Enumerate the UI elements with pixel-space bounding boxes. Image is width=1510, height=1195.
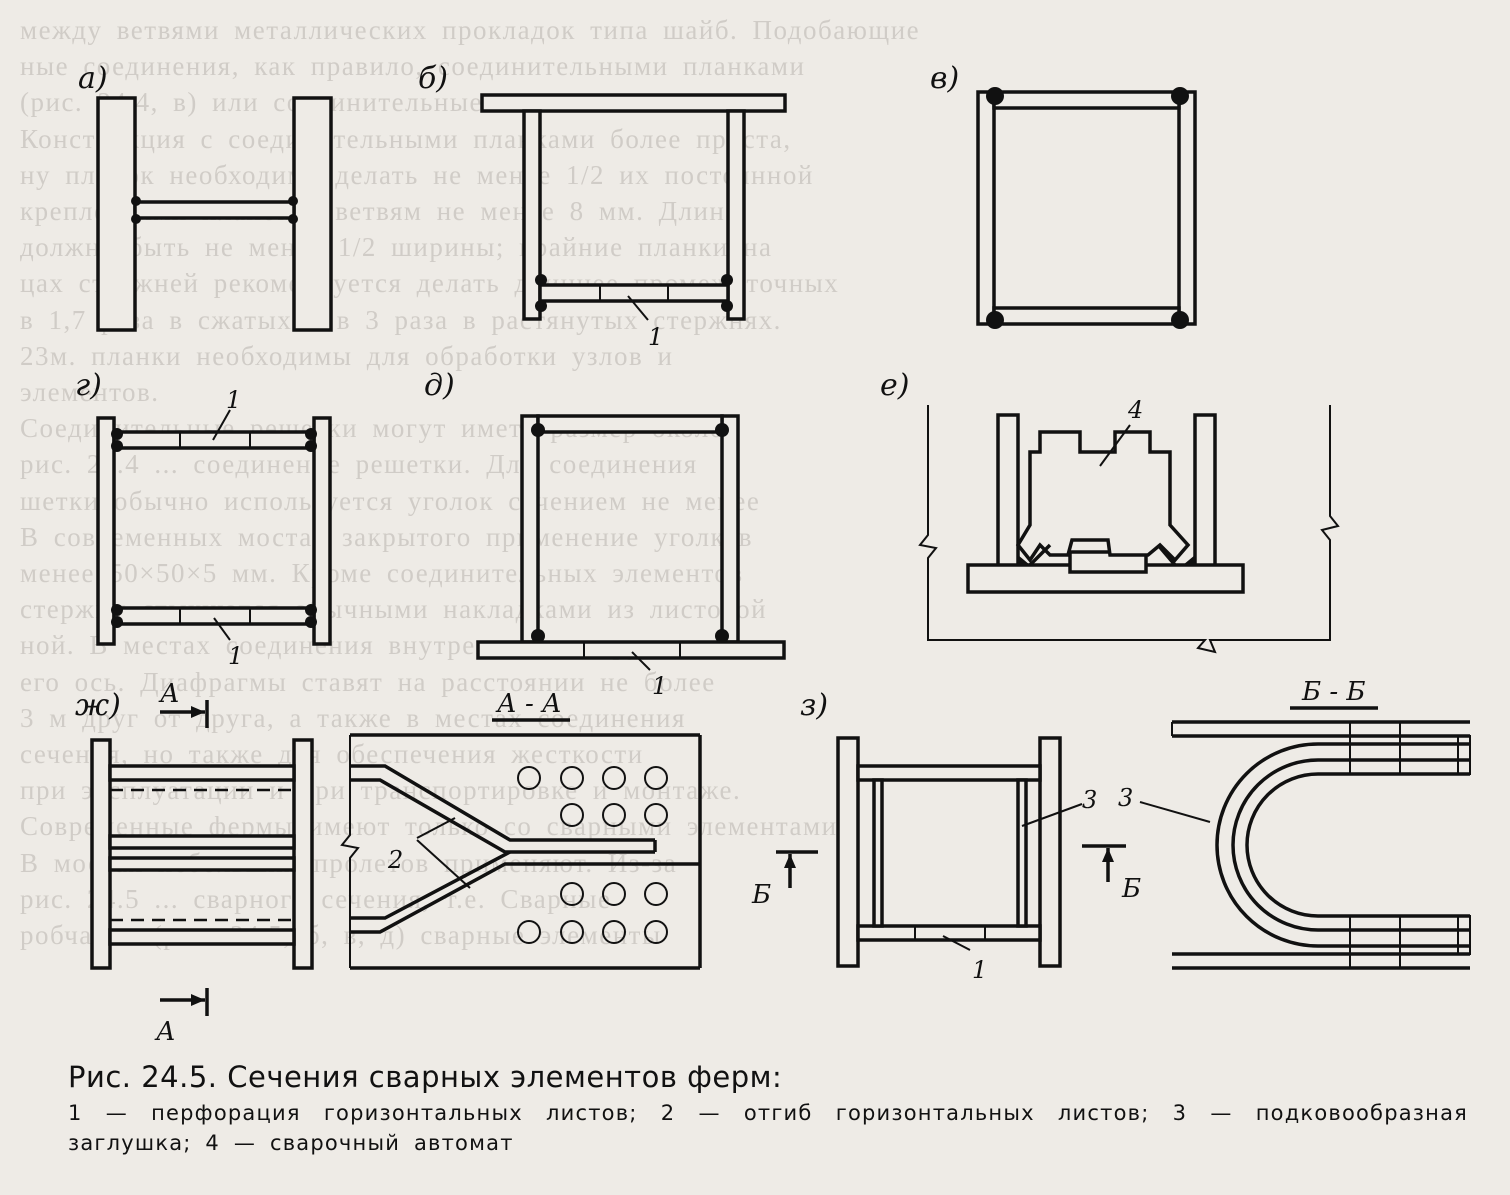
panel-zh: ж) А А [75,679,314,1047]
background-text-line: должна быть не менее 1/2 ширины; крайние… [20,232,773,263]
background-text-line: 23м. планки необходимы для обработки узл… [20,340,674,371]
background-text-line: сечения, но также для обеспечения жестко… [20,739,644,770]
panel-d: д) 1 [424,368,786,700]
section-mark-a-bottom: А [154,1017,176,1047]
section-mark-b-right: Б [1121,874,1141,904]
background-text-line: В современных мостах закрытого применени… [20,521,753,552]
panel-label-b: б) [418,61,448,96]
panel-b: б) 1 [418,61,787,351]
panel-label-v: в) [930,61,959,96]
background-text-line: элементов. [20,377,160,408]
panel-g: г) 1 1 [75,368,332,670]
callout-2: 2 [387,846,403,874]
panel-z: з) 3 1 Б Б [751,688,1141,984]
section-mark-b-left: Б [751,880,771,910]
background-text-line: Конструкция с соединительными планками б… [20,123,792,154]
callout-1-g-top: 1 [226,386,241,414]
callout-1-g-bottom: 1 [228,642,243,670]
background-page-text: между ветвями металлических прокладок ти… [20,12,1490,953]
background-text-line: шетки обычно используется уголок сечение… [20,485,761,516]
callout-1-b: 1 [648,323,663,351]
section-bb: Б - Б 3 [1118,677,1471,970]
background-text-line: в 1,7 раза в сжатых и в 3 раза в растяну… [20,304,782,335]
section-bb-title: Б - Б [1301,677,1366,707]
panel-label-a: а) [78,61,108,96]
background-text-line: менее 50×50×5 мм. Кроме соединительных э… [20,558,744,589]
figure-caption: Рис. 24.5. Сечения сварных элементов фер… [68,1060,1468,1158]
panel-label-g: г) [75,368,102,403]
callout-1-d: 1 [652,672,667,700]
section-aa: А - А 2 [340,689,702,970]
perforation-holes-bottom [517,882,668,944]
background-text-line: 3 м друг от друга, а также в местах соед… [20,702,686,733]
panel-label-zh: ж) [75,688,121,723]
section-mark-a-top: А [158,679,180,709]
background-text-line: рис. 24.4 ... соединение решетки. Для со… [20,449,698,480]
callout-3-z: 3 [1082,786,1097,814]
callout-1-z: 1 [972,956,987,984]
panel-label-z: з) [800,688,828,723]
section-aa-title: А - А [495,689,562,719]
panel-label-d: д) [424,368,455,403]
background-text-line: его ось. Диафрагмы ставят на расстоянии … [20,666,716,697]
perforation-holes-top [517,766,668,827]
callout-4: 4 [1127,396,1143,424]
background-text-line: ные соединения, как правило, соединитель… [20,51,806,82]
callout-3-bb: 3 [1118,784,1133,812]
caption-title: Рис. 24.5. Сечения сварных элементов фер… [68,1060,783,1094]
panel-a: а) [78,61,333,332]
background-text-line: рис. 24.5 ... сварного сечения, т.е. Сва… [20,883,612,914]
panel-v: в) [930,61,1197,329]
background-text-line: между ветвями металлических прокладок ти… [20,15,921,45]
panel-e: е) 4 [880,368,1340,654]
panel-label-e: е) [880,368,909,403]
background-text-line: ну планок необходимо делать не менее 1/2… [20,159,814,190]
caption-legend: 1 — перфорация горизонтальных листов; 2 … [68,1101,1468,1155]
